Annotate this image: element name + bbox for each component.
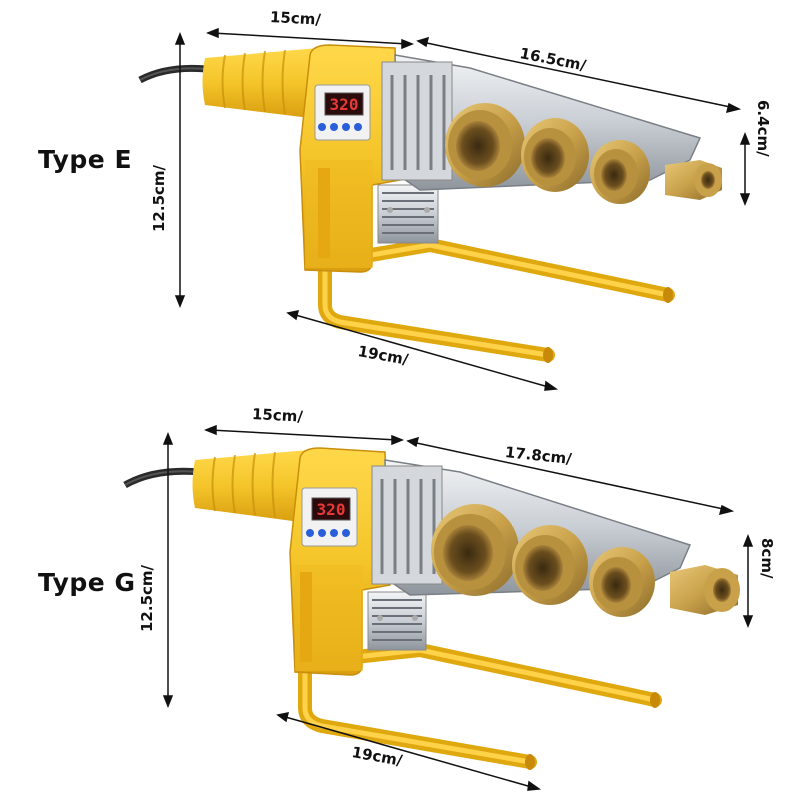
model-type-label: Type G — [38, 568, 136, 597]
welder-illustration: 320 — [138, 27, 751, 391]
welding-sockets — [445, 103, 722, 204]
dimension-nozzle-height: 6.4cm/ — [754, 100, 772, 157]
heat-sink-grille — [367, 591, 427, 651]
handle — [202, 48, 318, 118]
control-button[interactable] — [342, 529, 350, 537]
control-button[interactable] — [330, 529, 338, 537]
control-button[interactable] — [342, 123, 350, 131]
dimension-height: 12.5cm/ — [150, 164, 168, 232]
dimension-handle-length: 15cm/ — [251, 405, 304, 426]
control-button[interactable] — [318, 529, 326, 537]
control-button[interactable] — [318, 123, 326, 131]
product-panel-type-e: 320 — [38, 8, 772, 391]
control-panel: 320 — [314, 84, 371, 141]
dimension-handle-length: 15cm/ — [269, 8, 322, 29]
dimension-height: 12.5cm/ — [138, 564, 156, 632]
handle — [192, 450, 308, 522]
heat-sink-grille — [377, 184, 439, 244]
control-button[interactable] — [330, 123, 338, 131]
welding-sockets — [431, 504, 740, 617]
product-panel-type-g: 320 — [0, 400, 800, 800]
dimension-arrows — [162, 424, 754, 791]
control-button[interactable] — [306, 529, 314, 537]
temperature-display: 320 — [330, 95, 359, 114]
dimension-nozzle-height: 8cm/ — [758, 538, 776, 579]
control-button[interactable] — [354, 123, 362, 131]
model-type-label: Type E — [38, 145, 133, 174]
welder-illustration: 320 — [123, 424, 754, 791]
dimension-arrows — [174, 27, 751, 391]
control-panel: 320 — [301, 487, 358, 547]
temperature-display: 320 — [317, 500, 346, 519]
